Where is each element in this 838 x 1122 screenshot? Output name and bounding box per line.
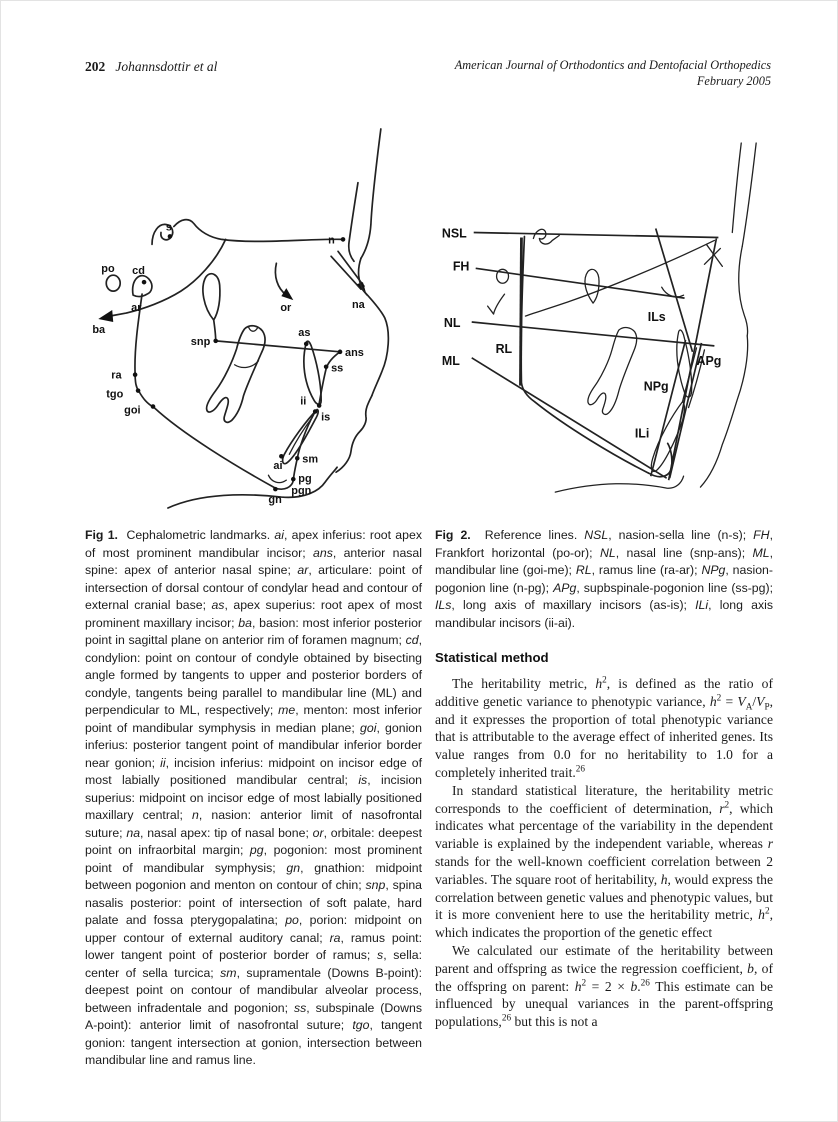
- fig1-label-ans: ans: [345, 347, 364, 359]
- fig1-label-as: as: [298, 327, 310, 339]
- body-paragraph-1: The heritability metric, h2, is defined …: [435, 674, 773, 780]
- fig2-label-nl: NL: [444, 316, 461, 330]
- fig1-label-ar: ar: [131, 302, 142, 314]
- fig1-label-ss: ss: [331, 363, 343, 375]
- running-head-right: American Journal of Orthodontics and Den…: [455, 57, 771, 89]
- fig1-label-tgo: tgo: [106, 389, 123, 401]
- journal-title: American Journal of Orthodontics and Den…: [454, 58, 771, 72]
- body-paragraph-3: We calculated our estimate of the herita…: [435, 942, 774, 1030]
- article-body-column: Statistical method The heritability metr…: [435, 650, 773, 1031]
- body-paragraph-2: In standard statistical literature, the …: [435, 782, 773, 941]
- fig1-label-po: po: [101, 263, 115, 275]
- fig2-label-ml: ML: [442, 354, 460, 368]
- fig1-label-gn: gn: [268, 494, 281, 506]
- figure-1: s n po cd ar ba or na snp as ans ss ra t…: [85, 123, 421, 511]
- fig1-label-is: is: [321, 411, 330, 423]
- fig1-label-or: or: [280, 302, 292, 314]
- fig1-label-na: na: [352, 299, 366, 311]
- fig1-label-pgn: pgn: [291, 485, 311, 497]
- running-head-authors: Johannsdottir et al: [115, 59, 218, 74]
- fig1-caption: Fig 1. Cephalometric landmarks. ai, apex…: [85, 528, 423, 1068]
- fig1-label-ba: ba: [92, 324, 106, 336]
- journal-issue-date: February 2005: [696, 74, 771, 88]
- figure-2: NSL FH NL ML RL ILs APg NPg ILi: [435, 141, 773, 509]
- fig2-label-npg: NPg: [644, 380, 669, 394]
- fig2-label-ils: ILs: [648, 310, 666, 324]
- page-number: 202: [85, 59, 106, 74]
- fig1-label-ii: ii: [300, 396, 306, 408]
- figure-1-drawing: s n po cd ar ba or na snp as ans ss ra t…: [92, 128, 390, 509]
- section-heading: Statistical method: [435, 650, 549, 665]
- fig1-label-snp: snp: [191, 336, 211, 348]
- fig1-label-pg: pg: [298, 473, 311, 485]
- fig1-label-sm: sm: [302, 453, 318, 465]
- figure-2-drawing: NSL FH NL ML RL ILs APg NPg ILi: [442, 142, 757, 493]
- fig2-label-fh: FH: [453, 259, 470, 273]
- fig1-label-s: s: [166, 221, 172, 233]
- fig1-label-cd: cd: [132, 265, 145, 277]
- fig2-label-rl: RL: [496, 342, 513, 356]
- fig1-label-goi: goi: [124, 405, 140, 417]
- fig1-label-ai: ai: [273, 460, 282, 472]
- fig1-label-ra: ra: [111, 370, 122, 382]
- fig2-caption: Fig 2. Reference lines. NSL, nasion-sell…: [435, 528, 773, 630]
- running-head-left: 202 Johannsdottir et al: [85, 59, 217, 75]
- fig2-label-nsl: NSL: [442, 226, 467, 240]
- fig2-label-apg: APg: [696, 354, 721, 368]
- fig1-label-n: n: [328, 234, 335, 246]
- fig2-label-ili: ILi: [635, 426, 650, 440]
